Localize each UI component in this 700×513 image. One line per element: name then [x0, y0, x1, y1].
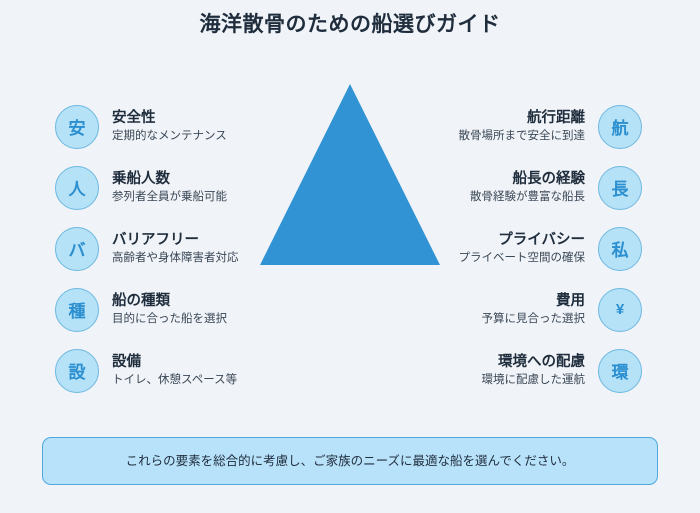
feature-text-block: 環境への配慮 環境に配慮した運航 [482, 353, 586, 389]
yen-icon: ¥ [598, 287, 642, 332]
feature-label: プライバシー [498, 231, 585, 248]
feature-description: 予算に見合った選択 [481, 312, 586, 325]
summary-banner-text: これらの要素を総合的に考慮し、ご家族のニーズに最適な船を選んでください。 [125, 454, 575, 468]
feature-row-safety[interactable]: 安 安全性 定期的なメンテナンス [55, 96, 345, 157]
feature-description: 定期的なメンテナンス [112, 129, 227, 142]
feature-text-block: 船の種類 目的に合った船を選択 [112, 292, 227, 328]
feature-label: 航行距離 [527, 109, 585, 126]
feature-row-barrier-free[interactable]: バ バリアフリー 高齢者や身体障害者対応 [55, 218, 345, 279]
feature-row-distance[interactable]: 航行距離 散骨場所まで安全に到達 航 [352, 96, 642, 157]
feature-text-block: 乗船人数 参列者全員が乗船可能 [112, 170, 227, 206]
feature-text-block: バリアフリー 高齢者や身体障害者対応 [112, 231, 239, 267]
kanji-nin-icon: 人 [55, 165, 99, 210]
feature-description: プライベート空間の確保 [458, 251, 586, 264]
feature-description: 散骨経験が豊富な船長 [470, 190, 585, 203]
feature-description: トイレ、休憩スペース等 [112, 373, 238, 386]
feature-row-ship-type[interactable]: 種 船の種類 目的に合った船を選択 [55, 279, 345, 340]
kanji-kan-icon: 環 [598, 348, 642, 393]
feature-row-captain-experience[interactable]: 船長の経験 散骨経験が豊富な船長 長 [352, 157, 642, 218]
left-feature-column: 安 安全性 定期的なメンテナンス 人 乗船人数 参列者全員が乗船可能 バ バリア… [55, 96, 345, 401]
summary-banner: これらの要素を総合的に考慮し、ご家族のニーズに最適な船を選んでください。 [42, 437, 658, 485]
kanji-an-icon: 安 [55, 104, 99, 149]
feature-description: 環境に配慮した運航 [481, 373, 586, 386]
feature-row-privacy[interactable]: プライバシー プライベート空間の確保 私 [352, 218, 642, 279]
katakana-ba-icon: バ [55, 226, 99, 271]
kanji-chou-icon: 長 [598, 165, 642, 210]
feature-row-cost[interactable]: 費用 予算に見合った選択 ¥ [352, 279, 642, 340]
feature-label: 船長の経験 [512, 170, 586, 187]
feature-row-environment[interactable]: 環境への配慮 環境に配慮した運航 環 [352, 340, 642, 401]
kanji-setsu-icon: 設 [55, 348, 99, 393]
feature-description: 散骨場所まで安全に到達 [458, 129, 586, 142]
feature-description: 高齢者や身体障害者対応 [112, 251, 239, 264]
right-feature-column: 航行距離 散骨場所まで安全に到達 航 船長の経験 散骨経験が豊富な船長 長 プラ… [352, 96, 642, 401]
feature-text-block: 安全性 定期的なメンテナンス [112, 109, 227, 145]
feature-label: 安全性 [112, 109, 156, 126]
feature-row-facilities[interactable]: 設 設備 トイレ、休憩スペース等 [55, 340, 345, 401]
feature-label: 設備 [112, 353, 141, 370]
feature-label: 船の種類 [112, 292, 170, 309]
page-title: 海洋散骨のための船選びガイド [199, 13, 501, 36]
feature-description: 参列者全員が乗船可能 [112, 190, 227, 203]
feature-text-block: 設備 トイレ、休憩スペース等 [112, 353, 237, 389]
feature-text-block: 費用 予算に見合った選択 [482, 292, 586, 328]
feature-label: 乗船人数 [112, 170, 170, 187]
feature-text-block: 航行距離 散骨場所まで安全に到達 [459, 109, 586, 145]
feature-text-block: プライバシー プライベート空間の確保 [459, 231, 586, 267]
kanji-shu-icon: 種 [55, 287, 99, 332]
feature-row-capacity[interactable]: 人 乗船人数 参列者全員が乗船可能 [55, 157, 345, 218]
feature-label: 費用 [556, 292, 585, 309]
kanji-shi-icon: 私 [598, 226, 642, 271]
feature-description: 目的に合った船を選択 [112, 312, 227, 325]
feature-label: 環境への配慮 [498, 353, 585, 370]
kanji-kou-icon: 航 [598, 104, 642, 149]
feature-label: バリアフリー [112, 231, 199, 248]
feature-text-block: 船長の経験 散骨経験が豊富な船長 [470, 170, 585, 206]
